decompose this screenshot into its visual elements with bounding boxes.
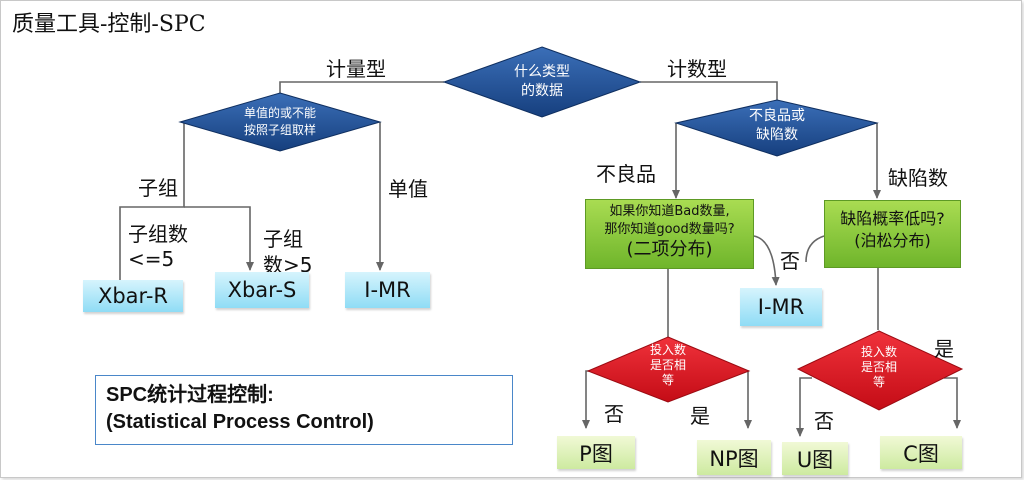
question-poisson-line1: 缺陷概率低吗?	[840, 209, 945, 228]
question-binomial-line1: 如果你知道Bad数量,	[609, 204, 730, 219]
decision-single-shape	[178, 92, 382, 152]
result-c-chart: C图	[880, 436, 962, 469]
edge-count-line	[640, 81, 778, 100]
edge-label-subgroup-le5-line1: 子组数	[128, 222, 188, 246]
edge-np-yes-line	[732, 370, 752, 429]
decision-data-type-shape	[442, 46, 642, 118]
result-imr-left: I-MR	[345, 272, 430, 308]
decision-input-np: 投入数 是否相 等	[636, 343, 700, 388]
result-imr-right: I-MR	[740, 288, 822, 326]
decision-single-line1: 单值的或不能	[243, 106, 316, 120]
edge-label-subgroup-gt5-line1: 子组	[263, 227, 303, 251]
result-xbar-r: Xbar-R	[83, 280, 183, 312]
decision-single: 单值的或不能 按照子组取样	[230, 105, 330, 139]
edge-label-defective: 不良品	[596, 162, 656, 186]
decision-input-np-line3: 等	[661, 373, 674, 387]
edge-subgroup-line	[119, 122, 185, 280]
spc-definition-note: SPC统计过程控制: (Statistical Process Control)	[95, 375, 513, 445]
decision-defect-type-line1: 不良品或	[749, 108, 805, 124]
edge-label-subgroup-gt5: 子组 数>5	[263, 226, 312, 278]
decision-data-type: 什么类型 的数据	[494, 63, 590, 101]
decision-input-np-line2: 是否相	[649, 358, 686, 372]
edge-no-to-imr-right	[805, 235, 825, 263]
decision-input-c-line1: 投入数	[860, 345, 897, 359]
note-line2: (Statistical Process Control)	[106, 411, 374, 433]
decision-input-c: 投入数 是否相 等	[847, 345, 911, 390]
note-line1: SPC统计过程控制:	[106, 384, 274, 406]
edge-subgroup-gt5-line	[184, 206, 254, 271]
edge-label-measurement: 计量型	[326, 57, 386, 81]
edge-label-count: 计数型	[667, 57, 727, 81]
question-poisson: 缺陷概率低吗? (泊松分布)	[824, 200, 961, 268]
edge-label-defects: 缺陷数	[888, 166, 948, 190]
question-poisson-line2: (泊松分布)	[854, 231, 931, 250]
result-u-chart: U图	[782, 442, 848, 475]
decision-defect-type-line2: 缺陷数	[756, 127, 798, 143]
edge-c-no-line	[796, 377, 812, 437]
edge-no-to-imr-left	[753, 235, 780, 286]
result-np-chart: NP图	[697, 440, 771, 475]
decision-data-type-line2: 的数据	[521, 83, 563, 99]
decision-input-c-shape	[796, 330, 964, 411]
question-binomial-line2: 那你知道good数量吗?	[604, 222, 735, 237]
decision-input-np-shape	[586, 336, 751, 403]
edge-c-yes-line	[944, 377, 961, 429]
edge-label-np-yes: 是	[690, 404, 710, 428]
edge-label-c-yes: 是	[934, 337, 954, 361]
edge-label-subgroup-le5-line2: <=5	[128, 247, 175, 271]
decision-input-c-line3: 等	[872, 375, 885, 389]
edge-label-no-imr: 否	[780, 249, 800, 273]
edge-label-subgroup: 子组	[138, 176, 178, 200]
decision-defect-type: 不良品或 缺陷数	[727, 107, 827, 145]
edge-np-no-line	[582, 370, 603, 429]
edge-label-subgroup-le5: 子组数 <=5	[128, 222, 188, 272]
edge-label-individual: 单值	[388, 177, 428, 201]
edge-label-np-no: 否	[604, 402, 624, 426]
question-binomial-line3: (二项分布)	[626, 239, 713, 260]
result-xbar-s: Xbar-S	[215, 272, 309, 308]
page-title: 质量工具-控制-SPC	[12, 12, 206, 37]
decision-input-np-line1: 投入数	[649, 343, 686, 357]
question-binomial: 如果你知道Bad数量, 那你知道good数量吗? (二项分布)	[585, 199, 754, 269]
decision-input-c-line2: 是否相	[860, 360, 897, 374]
edge-label-c-no: 否	[814, 409, 834, 433]
result-p-chart: P图	[557, 436, 635, 469]
decision-defect-type-shape	[674, 99, 879, 157]
decision-single-line2: 按照子组取样	[243, 123, 316, 137]
decision-data-type-line1: 什么类型	[514, 64, 570, 80]
